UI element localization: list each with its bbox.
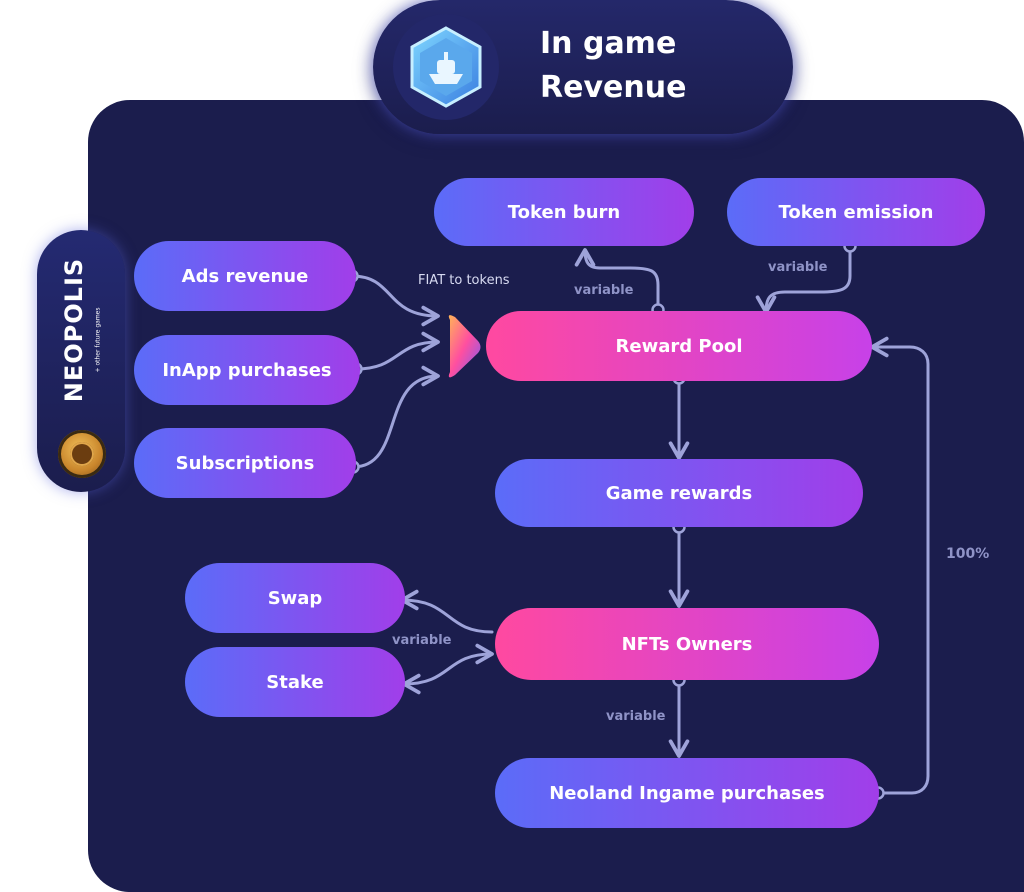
variable-nfts-label: variable [606, 709, 666, 724]
inapp-purchases-label: InApp purchases [162, 359, 332, 381]
emission-to-pool-connector [755, 244, 852, 314]
reward-pool-label: Reward Pool [615, 335, 743, 357]
variable-swap-stake-label: variable [392, 633, 452, 648]
inapp-purchases-node: InApp purchases [134, 335, 360, 405]
stake-to-nfts-connector [402, 643, 494, 695]
variable-emission-label: variable [768, 260, 828, 275]
ads-revenue-label: Ads revenue [181, 265, 309, 287]
nfts-owners-node: NFTs Owners [495, 608, 879, 680]
title-line-1: In game [540, 26, 677, 61]
triangle-converter-icon [448, 315, 481, 378]
nfts-to-swap-connector [400, 589, 494, 634]
percent-100-label: 100% [946, 546, 990, 562]
ads-revenue-node: Ads revenue [134, 241, 356, 311]
nfts-owners-label: NFTs Owners [621, 633, 753, 655]
neoland-purchases-node: Neoland Ingame purchases [495, 758, 879, 828]
title-line-2: Revenue [540, 70, 687, 105]
reward-pool-node: Reward Pool [486, 311, 872, 381]
swap-node: Swap [185, 563, 405, 633]
hexagon-ship-icon [393, 14, 499, 120]
inapp-to-converter-connector [354, 331, 440, 371]
swap-label: Swap [267, 587, 323, 609]
game-rewards-label: Game rewards [605, 482, 753, 504]
fiat-to-tokens-label: FIAT to tokens [418, 273, 510, 288]
page-title: In game Revenue [540, 22, 780, 110]
neoland-purchases-label: Neoland Ingame purchases [549, 782, 825, 804]
token-burn-node: Token burn [434, 178, 694, 246]
subscriptions-node: Subscriptions [134, 428, 356, 498]
subscriptions-label: Subscriptions [175, 452, 315, 474]
token-burn-label: Token burn [507, 201, 621, 223]
stake-node: Stake [185, 647, 405, 717]
pool-to-burn-connector [574, 248, 660, 312]
token-emission-node: Token emission [727, 178, 985, 246]
stake-label: Stake [266, 671, 324, 693]
subs-to-converter-connector [351, 365, 440, 469]
coin-icon [58, 430, 106, 478]
game-rewards-node: Game rewards [495, 459, 863, 527]
neoland-to-pool-connector [870, 336, 930, 795]
variable-burn-label: variable [574, 283, 634, 298]
token-emission-label: Token emission [778, 201, 934, 223]
ads-to-converter-connector [350, 274, 440, 327]
